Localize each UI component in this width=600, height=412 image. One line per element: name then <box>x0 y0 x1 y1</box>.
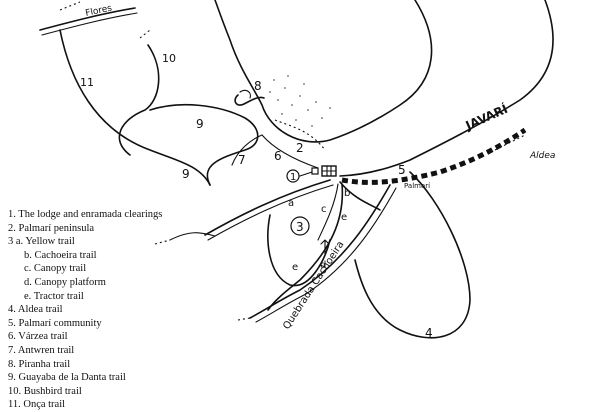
quebrada-cachoeira-stream-2 <box>255 187 397 323</box>
label-3: 3 <box>296 220 304 234</box>
trail-6-varzea <box>261 134 319 169</box>
lodge-pointer-arrow <box>299 171 313 177</box>
trail-3c-canopy <box>317 183 339 241</box>
label-6: 6 <box>274 149 282 163</box>
trail-9-guayaba <box>149 103 259 186</box>
label-b: b <box>344 188 350 199</box>
label-1: 1 <box>290 172 296 183</box>
aldea-label: Aldea <box>529 151 555 161</box>
label-e-west: e <box>292 262 298 273</box>
river-north-bank <box>214 0 433 143</box>
label-9-south: 9 <box>182 167 190 181</box>
legend-item: 8. Piranha trail <box>8 358 71 370</box>
legend-item: 4. Aldea trail <box>8 304 63 316</box>
enramada-hut <box>311 167 319 175</box>
label-4: 4 <box>425 326 433 340</box>
trail-7-antwren <box>231 134 263 166</box>
trail-10-dash <box>139 29 151 39</box>
south-dash <box>237 317 251 321</box>
west-stream <box>169 232 216 241</box>
palmari-label: Palmarí <box>404 182 431 190</box>
label-c: c <box>321 204 327 215</box>
trail-3a-yellow-2 <box>207 184 334 241</box>
legend-item: 11. Onça trail <box>8 399 66 411</box>
label-e-east: e <box>341 212 347 223</box>
legend-item: d. Canopy platform <box>24 276 106 288</box>
label-9-north: 9 <box>196 117 204 131</box>
trail-3-loop <box>267 214 331 287</box>
map-legend: 1. The lodge and enramada clearings 2. P… <box>8 208 162 412</box>
legend-item: 5. Palmarí community <box>8 317 102 329</box>
legend-item: e. Tractor trail <box>24 290 84 302</box>
legend-item: 9. Guayaba de la Danta trail <box>8 372 126 384</box>
label-2: 2 <box>296 141 304 155</box>
javari-label: JAVARÍ <box>462 101 510 133</box>
trail-8-piranha <box>234 94 265 106</box>
label-10: 10 <box>162 52 176 65</box>
trail-3-circle <box>290 216 310 236</box>
legend-item: 6. Várzea trail <box>8 331 68 343</box>
river-south-bank <box>339 0 554 177</box>
flores-dashed-line <box>59 1 81 11</box>
lodge-grid <box>321 165 337 177</box>
legend-item: 10. Bushbird trail <box>8 385 82 397</box>
legend-item: c. Canopy trail <box>24 263 87 275</box>
flores-label: Flores <box>85 3 114 18</box>
trail-3a-yellow <box>204 179 331 236</box>
quebrada-cachoeira-stream <box>249 184 391 319</box>
legend-item: 7. Antwren trail <box>8 344 75 356</box>
lodge-circle-1 <box>286 169 300 183</box>
trail-10-bushbird <box>118 44 160 156</box>
palmari-road <box>341 127 527 185</box>
label-a: a <box>288 198 294 209</box>
legend-item: 3 a. Yellow trail <box>8 236 75 248</box>
flores-road <box>39 7 136 31</box>
trail-3e-tractor <box>267 183 344 311</box>
aldea-dash <box>494 134 526 151</box>
trail-11-onca <box>59 29 211 186</box>
label-5: 5 <box>398 163 406 177</box>
label-11: 11 <box>80 76 94 89</box>
label-7: 7 <box>238 153 246 167</box>
river-shoal-stipple <box>269 75 331 127</box>
legend-item: 2. Palmarí peninsula <box>8 222 95 234</box>
trail-3b-cachoeira <box>339 181 381 211</box>
legend-item: b. Cachoeira trail <box>24 249 97 261</box>
label-d: d <box>320 260 326 271</box>
label-8: 8 <box>254 79 262 93</box>
trail-4-aldea <box>354 171 471 339</box>
legend-item: 1. The lodge and enramada clearings <box>8 209 163 220</box>
flores-road-edge <box>41 12 138 36</box>
peninsula-dash <box>274 119 326 151</box>
trail-8-loop <box>239 89 251 99</box>
trail-3d-platform-arrow <box>320 239 330 256</box>
